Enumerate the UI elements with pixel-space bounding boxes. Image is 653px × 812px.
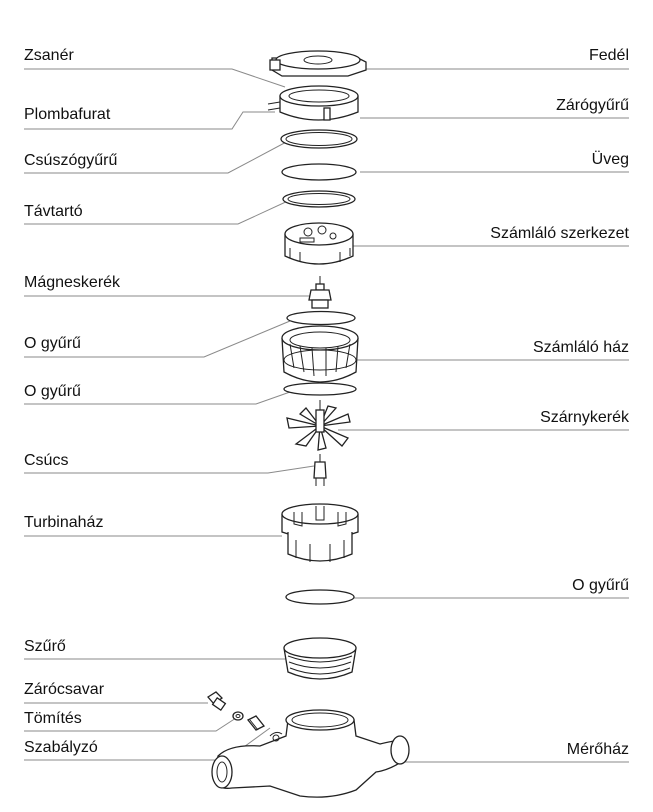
- label-csucs: Csúcs: [24, 452, 69, 469]
- o-ring-1-part: [286, 310, 356, 326]
- regulator-part: [246, 715, 266, 731]
- meter-body-part: [211, 709, 410, 798]
- leader-o-gyuru-1: [24, 320, 291, 358]
- impeller-part: [286, 400, 351, 451]
- locking-ring-part: [267, 85, 359, 121]
- leader-plombafurat: [24, 111, 275, 130]
- label-szuro: Szűrő: [24, 638, 66, 655]
- label-szarnykerek: Szárnykerék: [540, 409, 629, 426]
- label-zsaner: Zsanér: [24, 47, 74, 64]
- glass-part: [281, 163, 357, 181]
- label-o-gyuru-1: O gyűrű: [24, 335, 81, 352]
- label-csuszogyuru: Csúszógyűrű: [24, 152, 118, 169]
- label-plombafurat: Plombafurat: [24, 106, 111, 123]
- label-tavtarto: Távtartó: [24, 203, 83, 220]
- lid-part: [269, 50, 367, 77]
- strainer-part: [283, 637, 357, 680]
- pivot-part: [313, 454, 327, 486]
- seal-part: [232, 711, 244, 721]
- leader-tomites: [24, 717, 237, 732]
- o-ring-3-part: [285, 589, 355, 605]
- leader-csuszogyuru: [24, 139, 291, 174]
- turbine-housing-part: [281, 503, 359, 562]
- label-uveg: Üveg: [591, 151, 629, 168]
- label-tomites: Tömítés: [24, 710, 82, 727]
- register-housing-part: [281, 325, 359, 383]
- label-merohaz: Mérőház: [566, 741, 629, 758]
- label-fedel: Fedél: [588, 47, 629, 64]
- slide-ring-part: [280, 129, 358, 149]
- label-szabalyzo: Szabályzó: [24, 739, 98, 756]
- label-szamlalo-szerkezet: Számláló szerkezet: [490, 225, 629, 242]
- plug-screw-part: [207, 691, 227, 712]
- magnet-wheel-part: [308, 276, 332, 309]
- leader-zsaner: [24, 68, 286, 88]
- label-o-gyuru-3: O gyűrű: [572, 577, 629, 594]
- leader-csucs: [24, 465, 315, 474]
- leader-tavtartó: [24, 199, 291, 225]
- leader-lines-left: [24, 68, 315, 761]
- register-part: [284, 222, 354, 265]
- leader-o-gyuru-2: [24, 391, 291, 405]
- label-zarogyuru: Zárógyűrű: [556, 97, 629, 114]
- label-o-gyuru-2: O gyűrű: [24, 383, 81, 400]
- spacer-part: [282, 190, 356, 208]
- label-magneskerek: Mágneskerék: [24, 274, 121, 291]
- label-turbinahaz: Turbinaház: [24, 514, 104, 531]
- label-zarocsavar: Zárócsavar: [24, 681, 105, 698]
- o-ring-2-part: [283, 382, 357, 396]
- label-szamlalo-haz: Számláló ház: [532, 339, 629, 356]
